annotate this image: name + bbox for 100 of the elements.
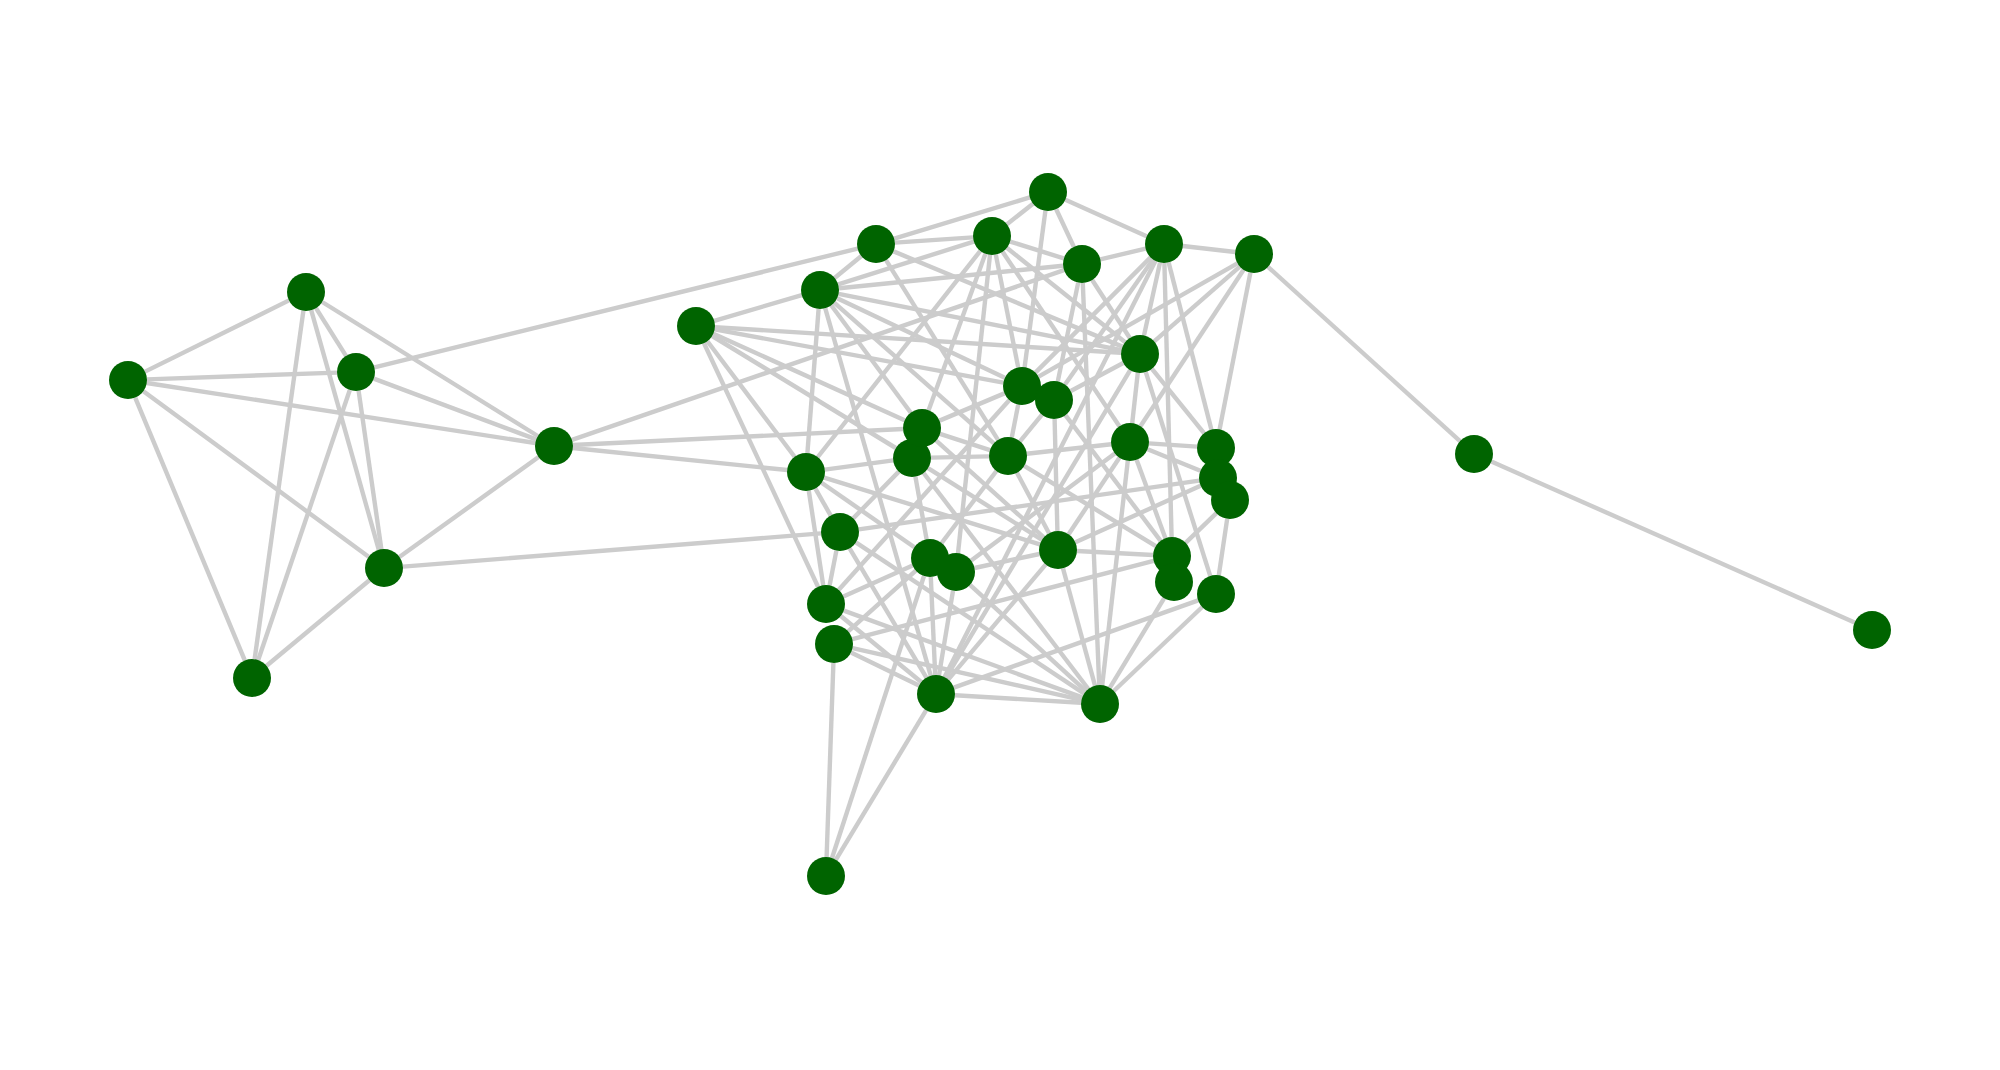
graph-node [903,409,941,447]
edge-line [1146,447,1202,473]
edge-line [142,389,370,559]
edge-line [850,650,920,688]
graph-node [815,625,853,663]
edge-line [314,307,348,357]
edge-line [373,376,537,442]
graph-node [807,585,845,623]
graph-node [973,217,1011,255]
edge-line [839,614,923,684]
edge-line [842,563,914,599]
graph-node [677,307,715,345]
edge-line [1005,246,1127,344]
graph-node [1853,611,1891,649]
edge-line [712,331,906,423]
edge-line [133,396,247,662]
edge-line [946,562,1048,682]
edge-line [934,438,1046,540]
graph-node [1155,563,1193,601]
edge-line [1134,459,1168,539]
edge-line [846,568,918,634]
edge-line [858,478,1200,532]
edge-line [843,608,1083,700]
edge-line [974,551,1040,571]
graph-node [1003,367,1041,405]
edge-line [1022,210,1048,368]
graph-node [989,437,1027,475]
edge-line [1074,483,1202,545]
graph-node [807,857,845,895]
graph-node [821,513,859,551]
edge-line [833,254,863,280]
edge-line [1055,282,1081,382]
edge-line [1066,456,1122,536]
edge-line [813,487,833,517]
graph-node [1235,235,1273,273]
edge-line [705,339,797,459]
edge-line [824,662,836,858]
edge-line [572,426,904,448]
edge-line [993,254,1021,368]
edge-line [402,531,822,569]
edge-line [827,550,839,586]
edge-line [837,398,1011,592]
edge-line [1069,361,1125,393]
edge-line [398,455,540,559]
edge-line [930,454,990,460]
edge-line [1217,272,1253,430]
graph-node [1081,685,1119,723]
edge-line [1005,202,1035,226]
edge-line [1138,268,1246,428]
edge-line [702,342,820,588]
edge-line [1152,264,1242,344]
edge-line [1150,367,1206,435]
edge-line [1009,239,1065,261]
edge-line [953,598,1199,690]
edge-line [1054,208,1076,248]
edge-line [1100,460,1130,686]
edge-line [854,540,1086,696]
graph-node [1035,381,1073,419]
edge-line [1099,246,1147,262]
edge-line [1009,404,1021,438]
edge-line [823,307,933,677]
edge-line [1080,282,1102,686]
edge-line [1064,197,1148,239]
edge-line [1107,597,1167,689]
graph-node [1455,435,1493,473]
edge-line [838,263,1064,291]
edge-line [823,475,1041,547]
edge-line [373,246,859,370]
edge-line [144,298,290,374]
edge-line [711,334,897,450]
edge-line [806,490,826,586]
edge-line [936,590,956,676]
graph-node [287,273,325,311]
edge-line [1148,441,1198,449]
edge-line [1060,567,1098,687]
graph-node [937,553,975,591]
graph-node [1211,481,1249,519]
edge-line [816,249,982,459]
edge-line [1112,605,1204,693]
edge-line [892,249,1124,349]
graph-node [787,453,825,491]
edge-line [1166,261,1214,431]
edge-line [939,431,991,453]
edge-line [832,300,996,446]
edge-line [146,370,338,382]
edge-line [938,391,1006,423]
edge-line [1015,471,1051,535]
edge-line [146,380,536,446]
edge-line [256,389,352,661]
graph-node [337,353,375,391]
edge-line [820,481,916,549]
edge-line [572,445,788,473]
edge-line [1216,518,1230,576]
graph-node [1197,575,1235,613]
edge-line [969,451,1117,563]
edge-line [955,254,993,554]
edge-line [714,325,1122,355]
edge-line [1076,548,1154,558]
edge-line [1000,250,1122,428]
edge-line [252,310,306,660]
